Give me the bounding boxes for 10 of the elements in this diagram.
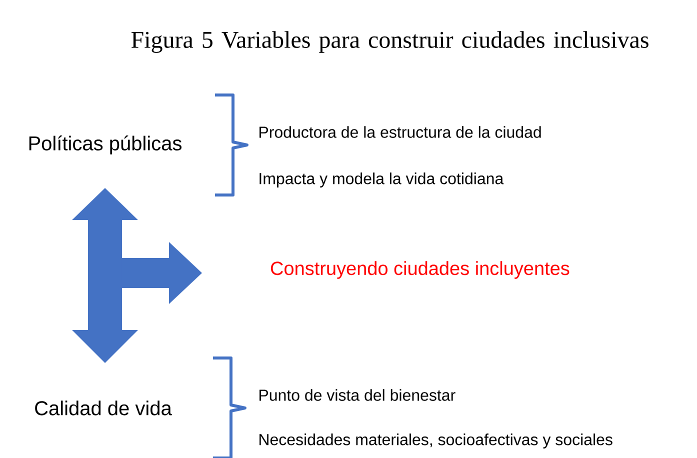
title: Figura 5 Variables para construir ciudades inclusivas bbox=[131, 31, 648, 53]
item-text: Punto de vista del bienestar bbox=[260, 389, 456, 401]
heading-text: Políticas públicas bbox=[29, 136, 182, 154]
highlight-text: Construyendo ciudades incluyentes bbox=[270, 261, 570, 279]
block-arrow bbox=[121, 242, 202, 304]
item-text: Necesidades materiales, socioafectivas y sociales bbox=[260, 434, 612, 448]
block-arrow bbox=[72, 188, 138, 363]
item-text: Productora de la estructura de la ciudad bbox=[260, 126, 541, 138]
item-text: Impacta y modela la vida cotidiana bbox=[260, 172, 504, 188]
heading-text: Calidad de vida bbox=[35, 400, 172, 416]
